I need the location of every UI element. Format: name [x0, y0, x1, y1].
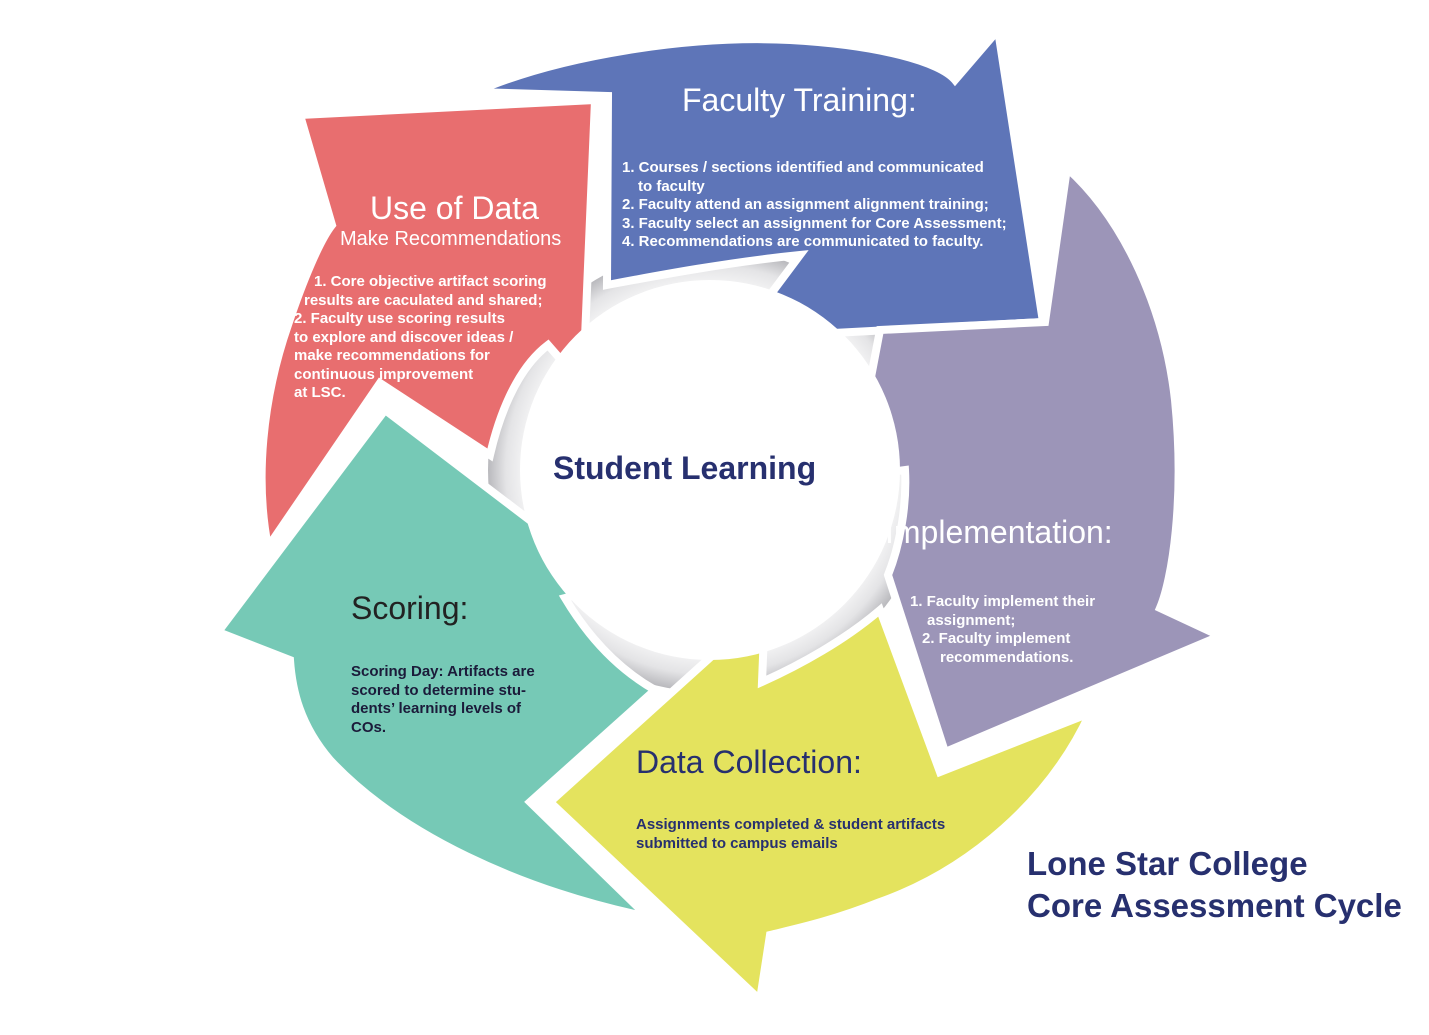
scoring-title: Scoring: — [351, 590, 469, 626]
data-collection-title: Data Collection: — [636, 744, 862, 780]
caption-line-2: Core Assessment Cycle — [1027, 887, 1402, 924]
faculty-training-line: 3. Faculty select an assignment for Core… — [622, 214, 1007, 232]
data-collection-steps: Assignments completed & student artifact… — [636, 816, 945, 853]
caption-line-1: Lone Star College — [1027, 845, 1308, 882]
faculty-training-line: to faculty — [638, 177, 705, 195]
implementation-line: 1. Faculty implement their — [910, 593, 1096, 610]
faculty-training-line: 4. Recommendations are communicated to f… — [622, 233, 984, 250]
diagram-caption: Lone Star College Core Assessment Cycle — [1027, 843, 1402, 927]
use-of-data-line: results are caculated and shared; — [304, 291, 543, 309]
implementation-line: 2. Faculty implement — [922, 630, 1071, 647]
data-collection-arrow — [544, 598, 1098, 1009]
use-of-data-line: to explore and discover ideas / — [294, 328, 514, 346]
scoring-line: COs. — [351, 718, 387, 736]
center-title: Student Learning — [553, 450, 817, 486]
scoring-line: Scoring Day: Artifacts are — [351, 663, 535, 680]
use-of-data-steps: 1. Core objective artifact scoring resul… — [294, 273, 547, 403]
use-of-data-line: at LSC. — [294, 384, 346, 401]
faculty-training-line: 1. Courses / sections identified and com… — [622, 159, 984, 176]
use-of-data-arrow — [257, 95, 600, 558]
scoring-line: scored to determine stu- — [351, 681, 527, 699]
implementation-steps: 1. Faculty implement their assignment; 2… — [910, 593, 1095, 667]
faculty-training-title: Faculty Training: — [682, 82, 917, 118]
use-of-data-title: Use of Data — [370, 190, 539, 226]
faculty-training-arrow — [473, 20, 1048, 343]
use-of-data-subtitle: Make Recommendations — [340, 228, 562, 250]
use-of-data-line: 1. Core objective artifact scoring — [314, 273, 547, 290]
implementation-line: assignment; — [927, 611, 1016, 629]
use-of-data-line: make recommendations for — [294, 347, 490, 364]
data-collection-line: submitted to campus emails — [636, 834, 838, 852]
implementation-arrow — [847, 160, 1230, 758]
center-hole — [520, 280, 900, 660]
scoring-line: dents’ learning levels of — [351, 700, 522, 717]
use-of-data-line: 2. Faculty use scoring results — [294, 310, 505, 327]
scoring-steps: Scoring Day: Artifacts are scored to det… — [351, 663, 535, 737]
implementation-line: recommendations. — [940, 648, 1074, 666]
faculty-training-steps: 1. Courses / sections identified and com… — [622, 159, 1007, 252]
faculty-training-line: 2. Faculty attend an assignment alignmen… — [622, 196, 989, 213]
use-of-data-line: continuous improvement — [294, 365, 474, 383]
implementation-title: Implementation: — [885, 514, 1113, 550]
data-collection-line: Assignments completed & student artifact… — [636, 816, 946, 833]
